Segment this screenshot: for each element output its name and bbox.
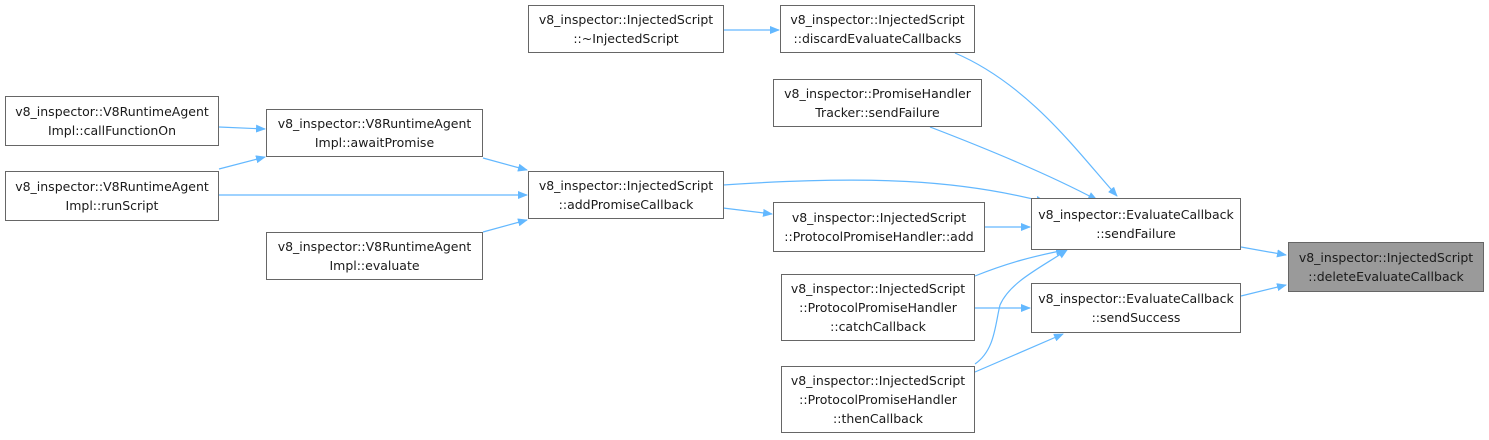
node-label-line: ::ProtocolPromiseHandler::add (784, 229, 974, 244)
node-then-callback[interactable]: v8_inspector::InjectedScript ::ProtocolP… (781, 366, 975, 433)
node-label-line: Tracker::sendFailure (815, 105, 940, 120)
node-label-line: Impl::awaitPromise (314, 135, 435, 150)
node-label-line: v8_inspector::InjectedScript (538, 178, 714, 193)
edge-addpromise-to-sendfailure (722, 179, 1046, 204)
node-send-success[interactable]: v8_inspector::EvaluateCallback ::sendSuc… (1031, 283, 1241, 333)
node-label-line: v8_inspector::InjectedScript (790, 373, 966, 388)
node-label-line: v8_inspector::EvaluateCallback (1038, 207, 1234, 222)
node-call-function-on[interactable]: v8_inspector::V8RuntimeAgent Impl::callF… (5, 96, 219, 146)
edge-then-to-sendfailure (974, 249, 1068, 365)
node-label-line: v8_inspector::InjectedScript (790, 281, 966, 296)
node-label-line: v8_inspector::PromiseHandler (784, 86, 971, 101)
edge-sendfailure-to-root (1240, 246, 1287, 258)
node-label-line: v8_inspector::InjectedScript (1298, 250, 1474, 265)
node-send-failure[interactable]: v8_inspector::EvaluateCallback ::sendFai… (1031, 198, 1241, 250)
node-injected-script-destructor[interactable]: v8_inspector::InjectedScript ::~Injected… (528, 5, 724, 53)
edge-then-to-sendsuccess (974, 333, 1064, 373)
node-protocol-promise-handler-add[interactable]: v8_inspector::InjectedScript ::ProtocolP… (773, 202, 985, 252)
edge-catch-to-sendfailure (974, 247, 1066, 277)
node-label-line: ::discardEvaluateCallbacks (793, 31, 962, 46)
node-label-line: v8_inspector::V8RuntimeAgent (277, 116, 472, 131)
node-promise-handler-tracker-send-failure[interactable]: v8_inspector::PromiseHandler Tracker::se… (773, 79, 982, 127)
edge-evaluate-to-addpromise (482, 218, 528, 233)
node-label-line: ::sendFailure (1096, 226, 1176, 241)
node-label-line: Impl::evaluate (329, 258, 420, 273)
edge-await-to-addpromise (482, 157, 528, 172)
edge-runscript-to-await (218, 155, 266, 170)
edge-callfunction-to-await (218, 124, 266, 133)
node-label-line: v8_inspector::V8RuntimeAgent (15, 104, 209, 119)
node-catch-callback[interactable]: v8_inspector::InjectedScript ::ProtocolP… (781, 274, 975, 341)
edge-sendsuccess-to-root (1240, 283, 1287, 297)
node-label-line: ::catchCallback (830, 319, 926, 334)
node-label-line: Impl::callFunctionOn (47, 123, 177, 138)
edge-discard-to-sendfailure (954, 52, 1118, 197)
node-label-line: ::~InjectedScript (573, 31, 679, 46)
node-label-line: ::thenCallback (833, 411, 923, 426)
node-evaluate[interactable]: v8_inspector::V8RuntimeAgent Impl::evalu… (266, 232, 483, 280)
node-label-line: ::addPromiseCallback (558, 197, 694, 212)
node-label-line: v8_inspector::V8RuntimeAgent (15, 179, 209, 194)
node-run-script[interactable]: v8_inspector::V8RuntimeAgent Impl::runSc… (5, 171, 219, 221)
node-label-line: ::sendSuccess (1091, 310, 1181, 325)
node-label-line: v8_inspector::EvaluateCallback (1038, 291, 1234, 306)
node-label-line: v8_inspector::InjectedScript (791, 210, 967, 225)
node-label-line: v8_inspector::InjectedScript (538, 12, 714, 27)
edge-tracker-to-sendfailure (929, 126, 1098, 201)
node-label-line: ::deleteEvaluateCallback (1308, 269, 1464, 284)
node-await-promise[interactable]: v8_inspector::V8RuntimeAgent Impl::await… (266, 109, 483, 157)
node-delete-evaluate-callback: v8_inspector::InjectedScript ::deleteEva… (1288, 242, 1484, 292)
node-label-line: ::ProtocolPromiseHandler (799, 392, 957, 407)
edge-addpromise-to-protocoladd (722, 207, 773, 217)
node-add-promise-callback[interactable]: v8_inspector::InjectedScript ::addPromis… (528, 171, 724, 219)
node-discard-evaluate-callbacks[interactable]: v8_inspector::InjectedScript ::discardEv… (780, 5, 975, 53)
node-label-line: v8_inspector::V8RuntimeAgent (277, 239, 472, 254)
node-label-line: Impl::runScript (65, 198, 159, 213)
node-label-line: v8_inspector::InjectedScript (790, 12, 965, 27)
node-label-line: ::ProtocolPromiseHandler (799, 300, 957, 315)
